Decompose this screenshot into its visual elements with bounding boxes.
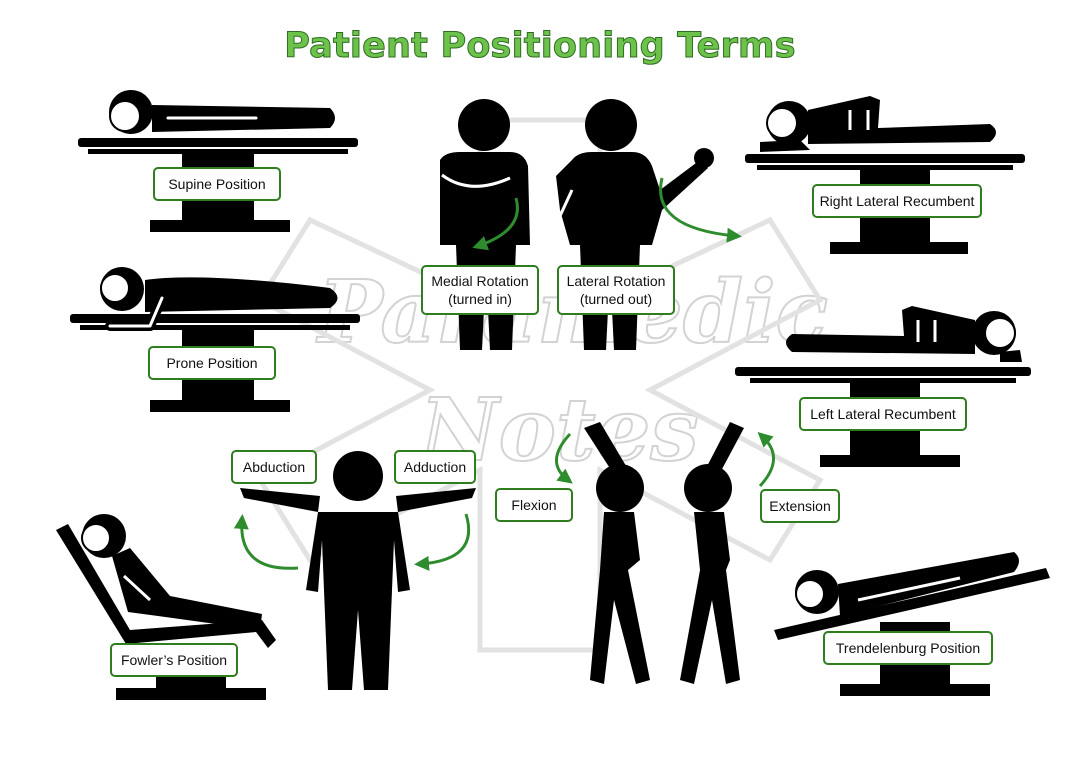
lateral-rotation-label: Lateral Rotation (turned out) — [557, 265, 675, 315]
extension-figure — [680, 422, 744, 684]
adduction-label: Adduction — [394, 450, 476, 484]
trendelenburg-label: Trendelenburg Position — [823, 631, 993, 665]
left-lateral-figure — [735, 306, 1031, 467]
adduction-arrow — [414, 513, 471, 571]
lateral-rotation-line-2: (turned out) — [579, 291, 653, 307]
page-title: Patient Positioning Terms — [284, 26, 796, 67]
extension-arrow — [757, 431, 775, 488]
abduction-adduction-figure — [240, 451, 476, 690]
medial-rotation-label: Medial Rotation (turned in) — [421, 265, 539, 315]
prone-figure — [70, 267, 360, 412]
extension-label: Extension — [760, 489, 840, 523]
flexion-figure — [584, 422, 650, 684]
abduction-label: Abduction — [231, 450, 317, 484]
flexion-label: Flexion — [495, 488, 573, 522]
medial-rotation-line-1: Medial Rotation — [431, 273, 529, 289]
flexion-arrow — [555, 432, 573, 484]
abduction-arrow — [233, 514, 299, 570]
medial-rotation-line-2: (turned in) — [448, 291, 512, 307]
right-lateral-label: Right Lateral Recumbent — [812, 184, 982, 218]
supine-label: Supine Position — [153, 167, 281, 201]
left-lateral-label: Left Lateral Recumbent — [799, 397, 967, 431]
prone-label: Prone Position — [148, 346, 276, 380]
medial-rotation-arrow — [472, 197, 519, 251]
lateral-rotation-line-1: Lateral Rotation — [566, 273, 666, 289]
supine-figure — [78, 90, 358, 232]
right-lateral-figure — [745, 96, 1025, 254]
fowlers-label: Fowler’s Position — [110, 643, 238, 677]
lateral-rotation-arrow — [659, 177, 742, 243]
trendelenburg-figure — [774, 552, 1050, 696]
